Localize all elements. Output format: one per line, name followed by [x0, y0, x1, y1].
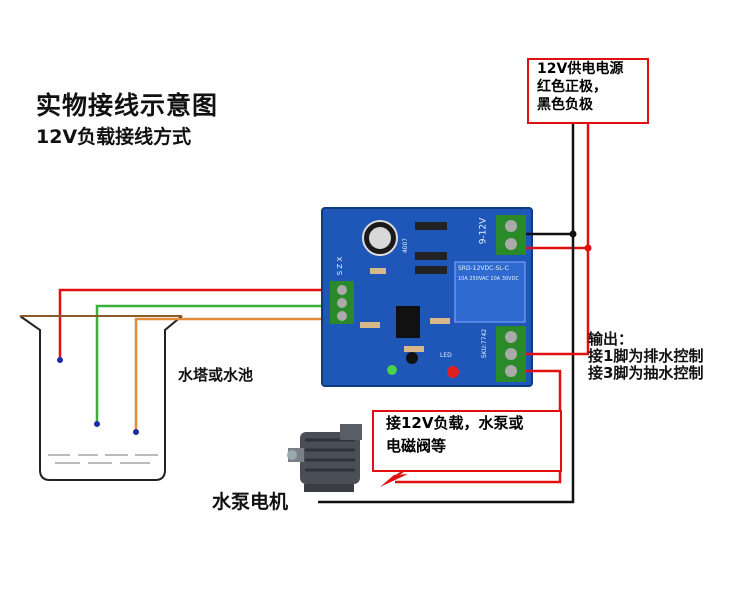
green-probe-wire [95, 304, 335, 424]
orange-probe-wire [134, 317, 335, 432]
red-output-wire [526, 248, 590, 356]
output-note: 输出： 接1脚为排水控制 接3脚为抽水控制 [588, 331, 703, 382]
load-note-box: 接12V负载，水泵或 电磁阀等 [372, 410, 562, 472]
output-note-line: 输出： [588, 330, 634, 348]
supply-note-box: 12V供电电源 红色正极， 黑色负极 [527, 58, 649, 124]
load-note-line: 电磁阀等 [386, 437, 447, 455]
red-led [447, 366, 459, 378]
black-junction [569, 230, 577, 238]
red-probe-tip [57, 357, 63, 363]
water-container [19, 315, 183, 481]
ic-chip [396, 306, 420, 338]
pump-motor-label: 水泵电机 [212, 491, 289, 513]
sku-label: SKU:7742 [481, 328, 489, 359]
black-supply-wire [526, 120, 575, 236]
relay [454, 261, 526, 323]
black-to-motor [318, 234, 575, 504]
red-supply-wire [526, 120, 590, 250]
probe-wires [20, 288, 335, 432]
water-tower-label: 水塔或水池 [178, 366, 254, 384]
power-terminal-label: 9-12V [478, 217, 489, 245]
load-note-line: 接12V负载，水泵或 [386, 414, 524, 432]
load-arrow [380, 474, 408, 487]
red-junction [584, 244, 592, 252]
red-probe-wire [58, 288, 335, 360]
output-note-line: 接3脚为抽水控制 [588, 364, 704, 382]
supply-note-line: 黑色负极 [537, 97, 593, 113]
page-subtitle: 12V负载接线方式 [36, 126, 192, 148]
output-note-line: 接1脚为排水控制 [588, 347, 704, 365]
page-title: 实物接线示意图 [36, 91, 219, 120]
led-label: LED [440, 352, 452, 359]
orange-probe-tip [133, 429, 139, 435]
relay-board [321, 207, 533, 387]
diode-label: 4007 [402, 237, 410, 254]
green-led [387, 365, 397, 375]
relay-rating-label: 10A 250VAC 10A 30VDC [458, 276, 519, 282]
green-probe-tip [94, 421, 100, 427]
supply-note-line: 红色正极， [537, 79, 607, 95]
pump-motor-icon [287, 424, 362, 492]
supply-note-line: 12V供电电源 [537, 61, 624, 77]
probe-terminal-label: S Z X [336, 256, 345, 276]
relay-model-label: SRD-12VDC-SL-C [458, 265, 509, 272]
